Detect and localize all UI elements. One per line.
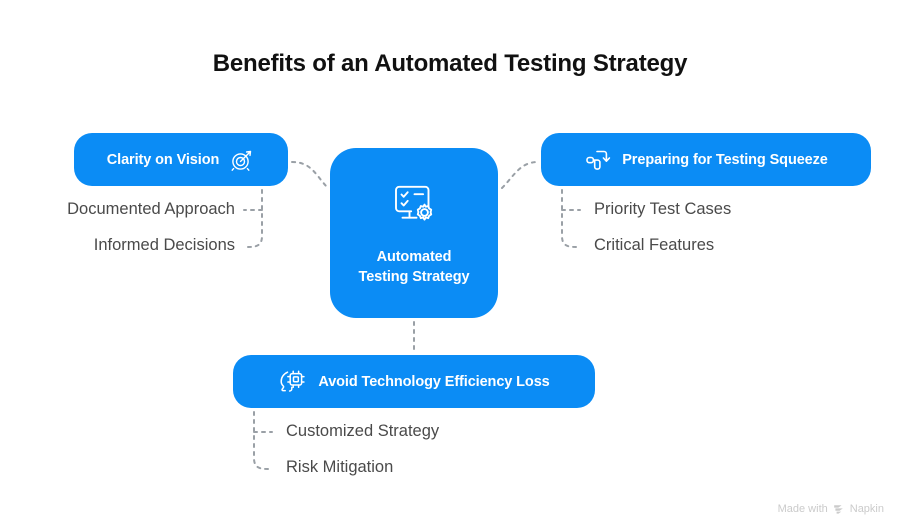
sub-item-priority-test-cases: Priority Test Cases xyxy=(594,200,732,218)
node-avoid-technology-efficiency-loss[interactable]: Avoid Technology Efficiency Loss xyxy=(233,355,595,408)
connector-squeeze-branch xyxy=(561,189,577,248)
page-title: Benefits of an Automated Testing Strateg… xyxy=(212,50,688,77)
watermark-prefix: Made with xyxy=(777,503,828,515)
connector-efficiency-branch xyxy=(253,411,269,470)
node-squeeze-label: Preparing for Testing Squeeze xyxy=(622,151,828,168)
sub-item-informed-decisions: Informed Decisions xyxy=(93,236,235,254)
sub-item-documented-approach: Documented Approach xyxy=(67,200,235,218)
sub-item-critical-features: Critical Features xyxy=(594,236,715,254)
connector-center-to-squeeze xyxy=(501,161,539,189)
node-center-label-line1: Automated xyxy=(376,248,452,265)
node-center-label: Automated Testing Strategy xyxy=(359,248,470,287)
head-chip-icon xyxy=(278,368,308,396)
node-clarity-on-vision[interactable]: Clarity on Vision xyxy=(74,133,288,186)
node-automated-testing-strategy[interactable]: Automated Testing Strategy xyxy=(330,148,498,318)
watermark-brand: Napkin xyxy=(849,503,884,515)
connector-clarity-branch xyxy=(247,189,263,248)
node-center-label-line2: Testing Strategy xyxy=(358,268,470,285)
sub-item-risk-mitigation: Risk Mitigation xyxy=(286,458,394,476)
target-arrow-icon xyxy=(229,147,255,173)
sub-item-customized-strategy: Customized Strategy xyxy=(286,422,440,440)
node-efficiency-label: Avoid Technology Efficiency Loss xyxy=(318,373,550,390)
checklist-gear-icon xyxy=(387,179,441,234)
watermark: Made with Napkin xyxy=(778,503,884,515)
connector-clarity-to-center xyxy=(291,161,329,189)
napkin-logo-icon xyxy=(833,503,845,515)
blocks-arrow-icon xyxy=(584,147,612,173)
node-clarity-label: Clarity on Vision xyxy=(106,151,220,168)
node-preparing-for-testing-squeeze[interactable]: Preparing for Testing Squeeze xyxy=(541,133,871,186)
